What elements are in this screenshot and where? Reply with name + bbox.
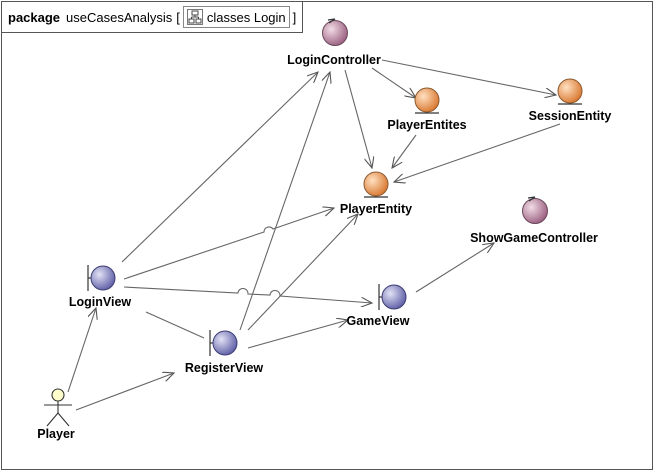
package-frame-tab: package useCasesAnalysis [ classes Login… xyxy=(2,2,304,33)
edge-logincontroller-playerentity xyxy=(344,69,372,168)
edge-loginview-gameview xyxy=(123,286,372,303)
login-controller[interactable]: LoginController xyxy=(287,18,381,67)
game-view-label: GameView xyxy=(346,314,409,328)
edge-loginview-playerentity xyxy=(123,208,334,280)
register-view[interactable]: RegisterView xyxy=(185,330,264,375)
edge-logincontroller-playerentites xyxy=(371,67,416,98)
edge-playerentites-playerentity xyxy=(392,134,417,168)
class-diagram-icon xyxy=(186,9,203,25)
controller-icon xyxy=(522,196,548,224)
edge-logincontroller-sessionentity xyxy=(381,59,556,95)
edge-registerview-gameview xyxy=(247,320,348,349)
edge-sessionentity-playerentity xyxy=(394,123,561,182)
edge-player-loginview xyxy=(67,308,96,393)
controller-icon xyxy=(322,18,348,46)
edge-registerview-logincontroller xyxy=(239,72,330,331)
edge-player-registerview xyxy=(75,373,174,411)
session-entity[interactable]: SessionEntity xyxy=(529,78,612,123)
boundary-icon xyxy=(378,284,407,310)
frame-close-bracket: ] xyxy=(292,9,297,25)
edge-registerview-playerentity xyxy=(247,214,358,331)
login-view-label: LoginView xyxy=(69,295,132,309)
session-entity-label: SessionEntity xyxy=(529,109,612,123)
diagram-reference[interactable]: classes Login xyxy=(182,6,290,28)
login-view[interactable]: LoginView xyxy=(69,265,132,309)
entity-icon xyxy=(363,171,389,198)
entity-icon xyxy=(414,87,440,114)
player-entity[interactable]: PlayerEntity xyxy=(340,171,412,216)
edge-loginview-logincontroller xyxy=(121,72,318,263)
player-entites[interactable]: PlayerEntites xyxy=(387,87,467,132)
player-actor[interactable]: Player xyxy=(37,388,75,441)
frame-open-bracket: [ xyxy=(176,9,180,25)
frame-keyword: package xyxy=(8,9,61,25)
edge-loginview-registerview xyxy=(145,311,205,339)
register-view-label: RegisterView xyxy=(185,361,264,375)
login-controller-label: LoginController xyxy=(287,53,381,67)
player-entity-label: PlayerEntity xyxy=(340,202,412,216)
frame-package-name: useCasesAnalysis xyxy=(66,9,173,25)
show-game-controller[interactable]: ShowGameController xyxy=(470,196,598,245)
actor-icon xyxy=(44,388,72,427)
diagram-reference-label: classes Login xyxy=(206,9,286,25)
show-game-controller-label: ShowGameController xyxy=(470,231,598,245)
game-view[interactable]: GameView xyxy=(346,284,410,328)
boundary-icon xyxy=(209,330,238,356)
player-entites-label: PlayerEntites xyxy=(387,118,466,132)
boundary-icon xyxy=(87,265,116,291)
edge-gameview-showgamecontroller xyxy=(415,243,494,293)
player-label: Player xyxy=(37,427,75,441)
entity-icon xyxy=(557,78,583,105)
